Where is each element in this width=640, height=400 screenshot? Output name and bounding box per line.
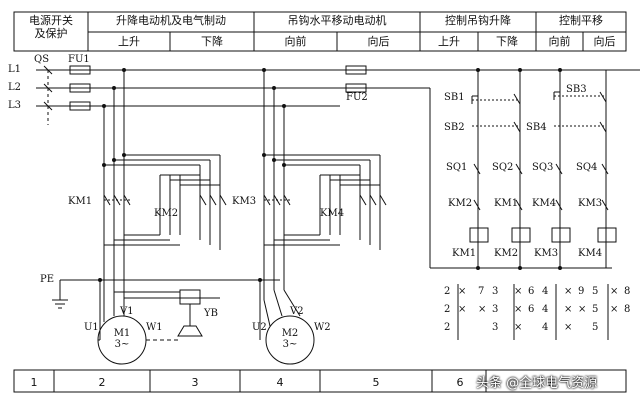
label-u2: U2 [252,322,267,333]
label-yb: YB [204,308,218,319]
label-pe: PE [40,274,55,285]
xref-cell: 2 [444,322,451,333]
xref-cell: 3 [492,322,499,333]
header-ctrl-travel-back: 向后 [593,35,616,48]
label-sq2: SQ2 [492,162,514,173]
xref-cell: × [564,286,573,297]
label-interlock-km2: KM2 [448,198,473,209]
header-travel-fwd: 向前 [284,35,307,48]
header-ctrl-hoist-title: 控制吊钩升降 [445,14,511,27]
xref-cell: 3 [492,304,499,315]
xref-cell: × [458,286,467,297]
label-coil-km2: KM2 [494,248,519,259]
label-sb2: SB2 [444,122,465,133]
label-sb4: SB4 [526,122,547,133]
label-v2: V2 [290,306,304,317]
label-fu2: FU2 [346,92,368,103]
xref-cell: 9 [578,286,585,297]
xref-cell: 2 [444,304,451,315]
xref-cell: 7 [478,286,485,297]
xref-cell: 5 [592,322,599,333]
xref-cell: 4 [542,322,549,333]
label-fu1: FU1 [68,54,90,65]
xref-cell: × [610,304,619,315]
label-l3: L3 [8,100,22,111]
label-sb1: SB1 [444,92,465,103]
footer-col-2: 2 [98,376,106,389]
label-l2: L2 [8,82,22,93]
footer-col-1: 1 [30,376,38,389]
label-sb3: SB3 [566,84,587,95]
label-interlock-km1: KM1 [494,198,519,209]
header-travel-title: 吊钩水平移动电动机 [287,14,387,27]
label-interlock-km4: KM4 [532,198,557,209]
footer-col-3: 3 [191,376,199,389]
label-km4-main: KM4 [320,208,345,219]
footer-col-4: 4 [276,376,284,389]
watermark: 头条 @全球电气资源 [476,376,598,391]
xref-cell: × [610,286,619,297]
footer-col-5: 5 [372,376,380,389]
xref-cell: × [514,322,523,333]
footer-col-7: 7 [546,376,554,389]
xref-cell: 4 [542,286,549,297]
label-coil-km3: KM3 [534,248,559,259]
xref-cell: 8 [624,286,631,297]
label-sq4: SQ4 [576,162,598,173]
xref-cell: 6 [528,304,535,315]
header-power: 电源开关 及保护 [29,14,73,40]
xref-cell: 5 [592,286,599,297]
label-interlock-km3: KM3 [578,198,603,209]
xref-cell: 6 [528,286,535,297]
header-ctrl-travel-title: 控制平移 [559,14,603,27]
header-hoist-title: 升降电动机及电气制动 [116,14,226,27]
label-u1: U1 [84,322,99,333]
xref-cell: 5 [592,304,599,315]
xref-cell: × [564,322,573,333]
header-travel-back: 向后 [367,35,390,48]
header-ctrl-hoist-up: 上升 [438,35,460,48]
xref-cell: × [478,304,487,315]
xref-cell: 4 [542,304,549,315]
xref-cell: 2 [444,286,451,297]
footer-col-6: 6 [456,376,464,389]
label-sq1: SQ1 [446,162,468,173]
header-ctrl-hoist-down: 下降 [496,35,518,48]
label-km3-main: KM3 [232,196,257,207]
label-coil-km4: KM4 [578,248,603,259]
xref-cell: × [514,286,523,297]
xref-cell: × [458,304,467,315]
header-hoist-up: 上升 [118,35,140,48]
header-ctrl-travel-fwd: 向前 [548,35,571,48]
xref-cell: 3 [492,286,499,297]
label-km1-main: KM1 [68,196,93,207]
label-w1: W1 [146,322,163,333]
label-qs: QS [34,54,50,65]
label-l1: L1 [8,64,22,75]
xref-cell: × [564,304,573,315]
xref-cell: × [578,304,587,315]
label-v1: V1 [120,306,134,317]
xref-cell: 8 [624,304,631,315]
label-w2: W2 [314,322,331,333]
xref-cell: × [514,304,523,315]
label-km2-main: KM2 [154,208,179,219]
header-hoist-down: 下降 [201,35,223,48]
label-coil-km1: KM1 [452,248,477,259]
label-sq3: SQ3 [532,162,554,173]
